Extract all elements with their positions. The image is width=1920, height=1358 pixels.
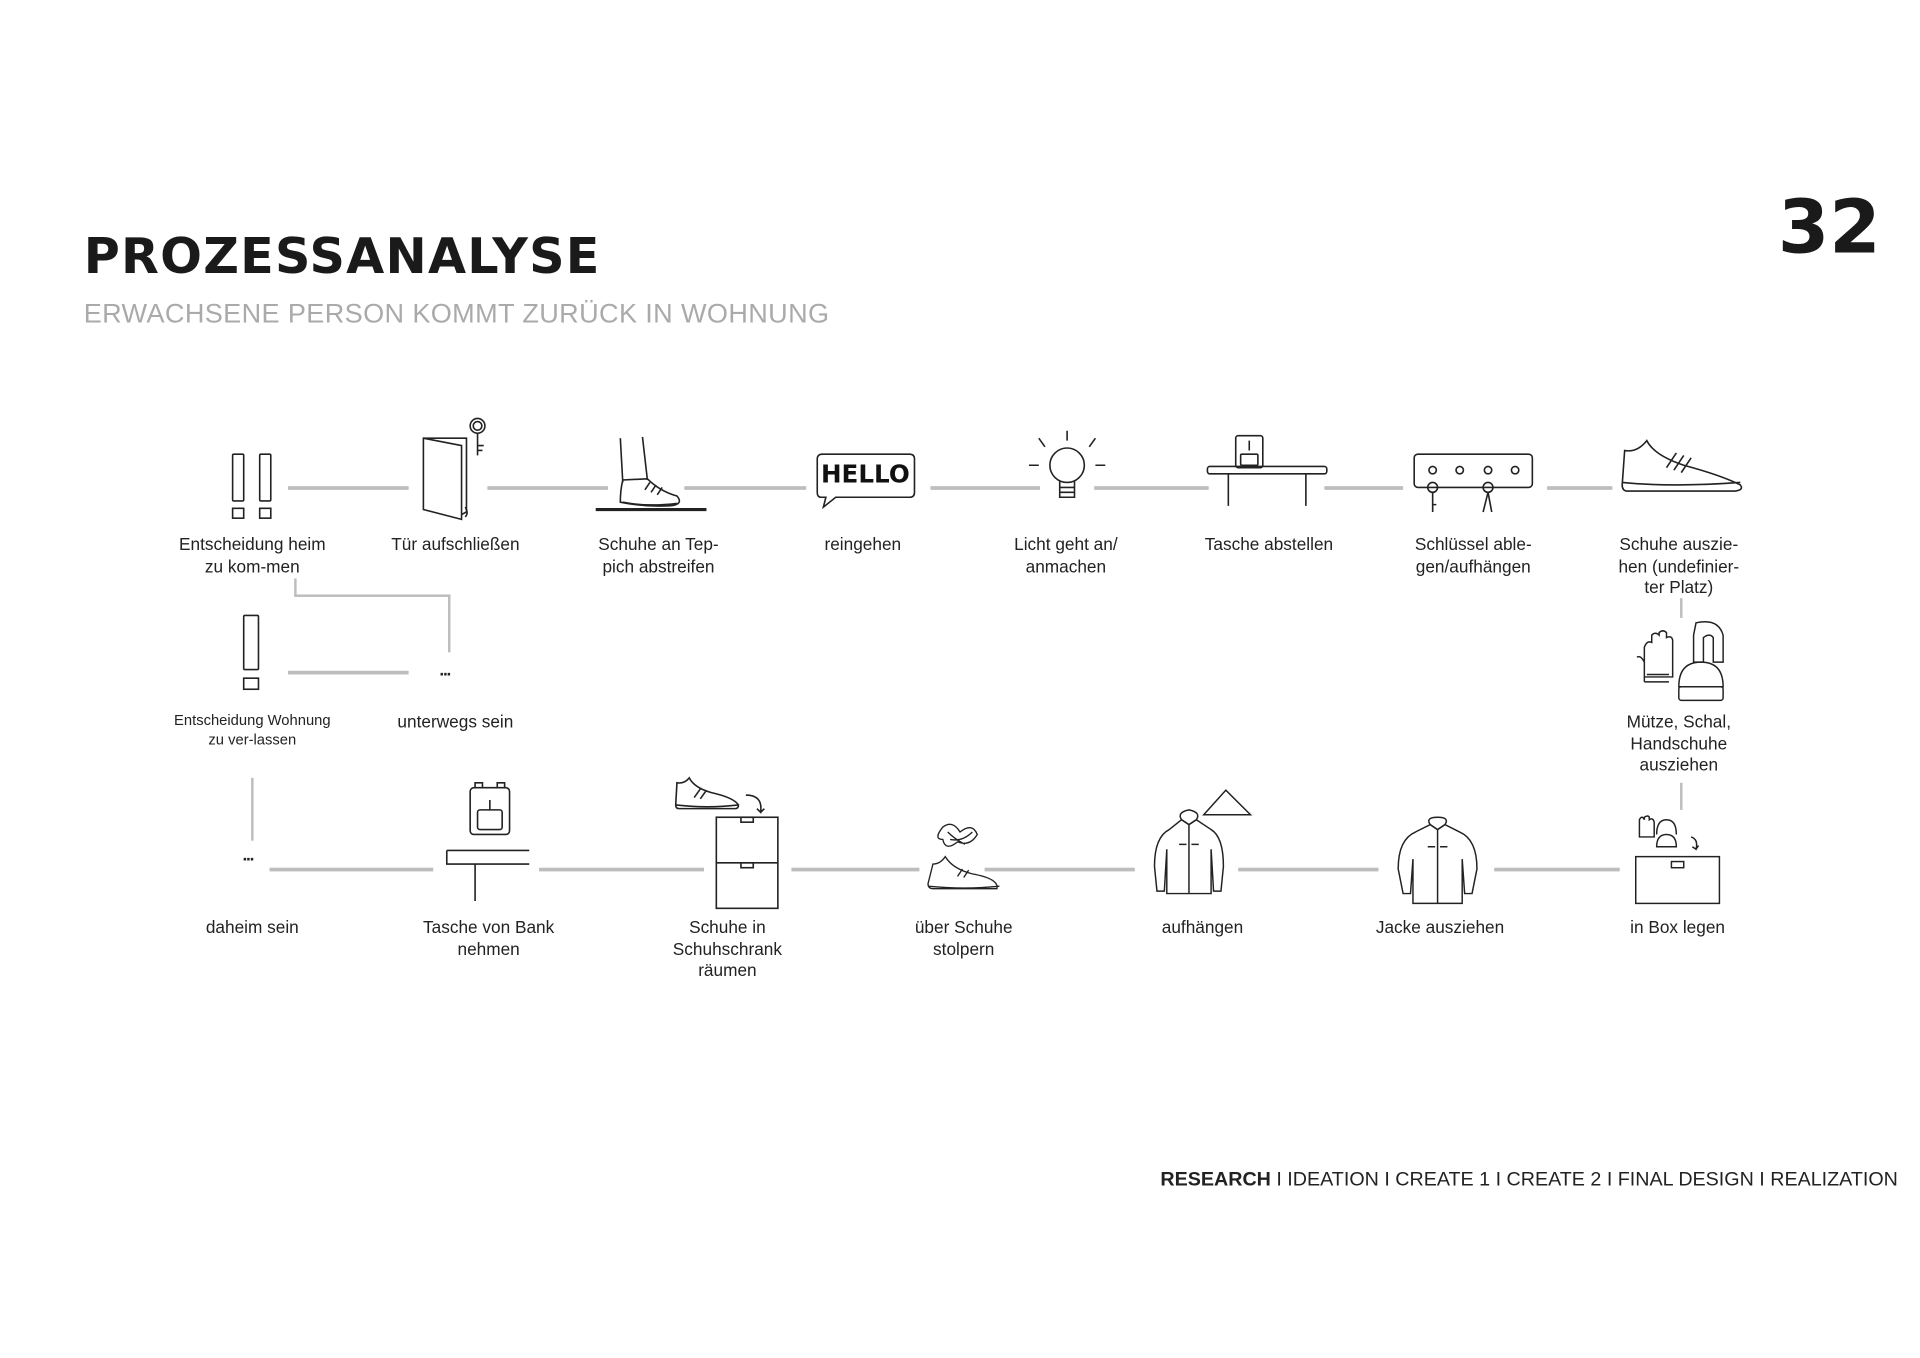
step-label: Jacke ausziehen (1375, 916, 1505, 937)
box-icon (1632, 812, 1723, 906)
winter-accessories-icon (1632, 620, 1726, 704)
bag-on-table-icon (1206, 433, 1329, 507)
section-nav-active: RESEARCH (1160, 1169, 1271, 1191)
step-label: unterwegs sein (397, 711, 514, 732)
connector (294, 578, 297, 596)
connector (1547, 486, 1613, 490)
step-label: reingehen (824, 534, 902, 554)
shoe-cabinet-icon (672, 775, 783, 913)
section-nav: RESEARCH I IDEATION I CREATE 1 I CREATE … (1160, 1169, 1898, 1191)
tripping-shoe-icon (926, 822, 1005, 893)
shoe-icon (1620, 438, 1746, 495)
step-label: Schuhe an Tep-pich abstreifen (598, 534, 719, 576)
step-label: Entscheidung heim zu kom-men (179, 534, 326, 576)
connector (684, 486, 807, 490)
exclamation-icon (241, 614, 263, 693)
bag-bench-icon (445, 781, 532, 904)
section-nav-rest: I IDEATION I CREATE 1 I CREATE 2 I FINAL… (1270, 1169, 1898, 1191)
key-rack-icon (1413, 453, 1536, 515)
step-label: Tür aufschließen (391, 534, 520, 554)
ellipsis-icon: ... (242, 844, 254, 865)
connector (1238, 867, 1379, 872)
jacket-hanger-icon (1142, 788, 1255, 899)
connector (294, 594, 451, 597)
connector (1680, 782, 1683, 810)
step-label: aufhängen (1161, 916, 1244, 937)
connector (539, 867, 705, 872)
step-label: Schlüssel able-gen/aufhängen (1414, 534, 1532, 576)
connector (791, 867, 920, 872)
step-label: Tasche abstellen (1204, 534, 1334, 554)
connector (984, 867, 1135, 872)
step-label: Schuhe in Schuhschrank räumen (672, 916, 783, 980)
hello-text: HELLO (821, 459, 910, 488)
step-label: Mütze, Schal, Handschuhe ausziehen (1626, 711, 1732, 775)
double-exclamation-icon (229, 453, 278, 522)
connector (487, 486, 609, 490)
step-label: über Schuhe stolpern (914, 916, 1013, 959)
page-title: PROZESSANALYSE (83, 228, 601, 286)
step-label: Schuhe auszie-hen (undefinier-ter Platz) (1618, 534, 1740, 597)
step-label: in Box legen (1630, 916, 1726, 937)
jacket-icon (1386, 816, 1489, 906)
connector (288, 486, 409, 490)
step-label: Tasche von Bank nehmen (423, 916, 555, 959)
connector (269, 867, 434, 872)
door-key-icon (418, 416, 492, 527)
connector (1094, 486, 1209, 490)
connector (1680, 598, 1683, 618)
foot-on-mat-icon (595, 436, 707, 517)
hello-speech-bubble-icon: HELLO (816, 453, 919, 510)
page-subtitle: ERWACHSENE PERSON KOMMT ZURÜCK IN WOHNUN… (83, 297, 830, 329)
connector (930, 486, 1041, 490)
connector (448, 594, 451, 653)
connector (251, 777, 254, 841)
step-label: Licht geht an/ anmachen (1014, 534, 1118, 576)
connector (1494, 867, 1620, 872)
step-label: Entscheidung Wohnung zu ver-lassen (174, 711, 331, 748)
connector (288, 670, 409, 675)
ellipsis-icon: ... (439, 659, 451, 680)
light-bulb-icon (1028, 428, 1106, 502)
page-number: 32 (1777, 184, 1881, 271)
step-label: daheim sein (205, 916, 299, 937)
connector (1324, 486, 1404, 490)
